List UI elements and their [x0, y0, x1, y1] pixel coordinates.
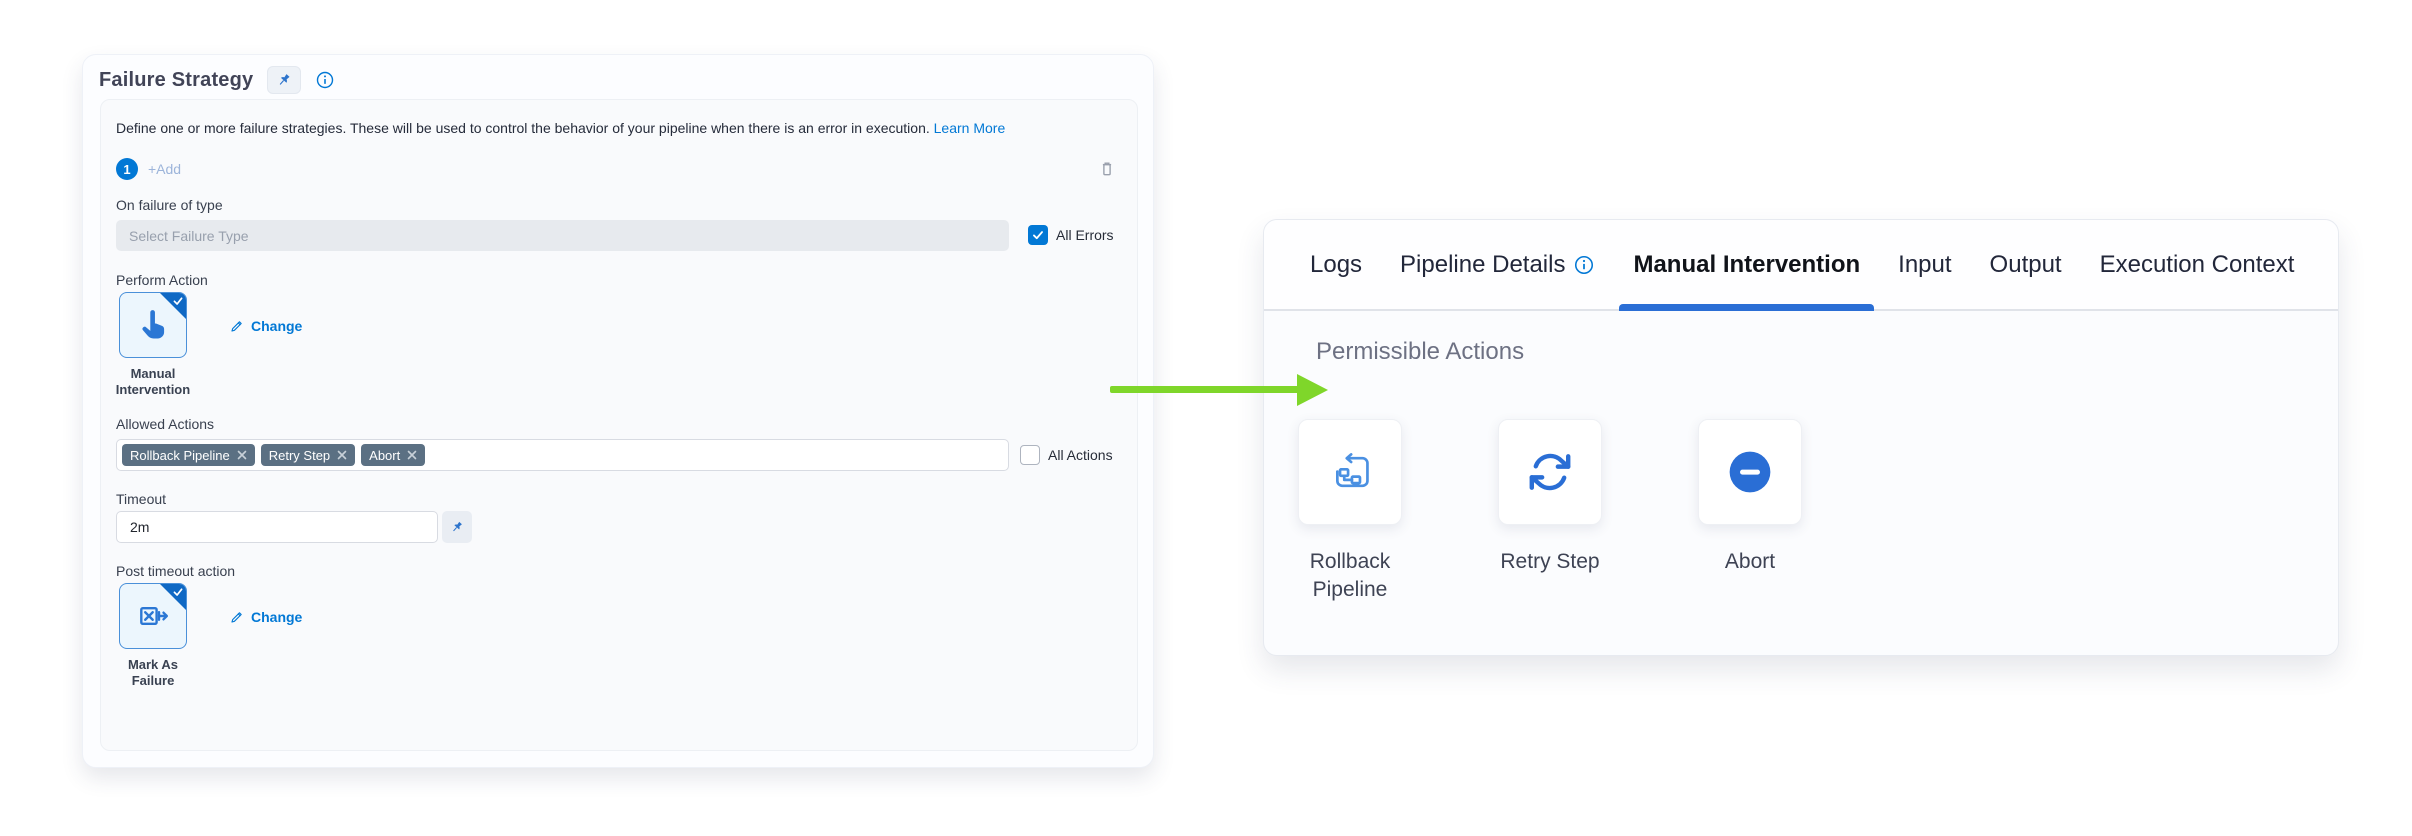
panel-title: Failure Strategy — [99, 68, 254, 91]
timeout-pin-button[interactable] — [442, 511, 472, 543]
allowed-actions-input[interactable]: Rollback Pipeline Retry Step Abort — [116, 439, 1009, 471]
all-actions-checkbox[interactable] — [1020, 445, 1040, 465]
info-icon[interactable] — [315, 70, 335, 90]
failure-strategy-body: Define one or more failure strategies. T… — [100, 99, 1138, 751]
learn-more-link[interactable]: Learn More — [933, 120, 1006, 136]
pencil-icon — [231, 321, 242, 332]
tag-abort[interactable]: Abort — [361, 444, 426, 466]
remove-tag-icon[interactable] — [337, 450, 347, 460]
permissible-actions-title: Permissible Actions — [1316, 338, 1525, 365]
tab-execution-context[interactable]: Execution Context — [2099, 250, 2295, 278]
annotation-arrow — [1110, 386, 1300, 393]
tab-output[interactable]: Output — [1989, 250, 2062, 278]
rollback-pipeline-icon — [1336, 453, 1369, 488]
pin-icon — [453, 521, 462, 532]
failure-strategy-header: Failure Strategy — [83, 55, 1153, 102]
tab-pipeline-details[interactable]: Pipeline Details — [1400, 220, 1595, 309]
strategy-index-badge[interactable]: 1 — [116, 158, 138, 180]
failure-strategy-panel: Failure Strategy Define one or more fail… — [82, 54, 1154, 768]
abort-label: Abort — [1724, 550, 1776, 573]
change-post-timeout-link[interactable]: Change — [229, 609, 302, 625]
remove-tag-icon[interactable] — [407, 450, 417, 460]
pin-button[interactable] — [267, 66, 302, 94]
retry-step-icon — [1529, 453, 1571, 491]
perform-action-label: Perform Action — [116, 272, 208, 288]
selected-corner — [160, 293, 186, 319]
tab-input[interactable]: Input — [1898, 250, 1952, 278]
info-icon[interactable] — [1573, 254, 1595, 276]
all-actions-row: All Actions — [1020, 445, 1113, 465]
add-strategy-button[interactable]: +Add — [148, 161, 182, 177]
rollback-pipeline-action-card[interactable] — [1298, 419, 1402, 525]
abort-icon — [1729, 451, 1771, 493]
mark-as-failure-icon — [140, 607, 168, 625]
selected-check-icon — [173, 297, 183, 305]
rollback-pipeline-label: Rollback Pipeline — [1309, 550, 1391, 601]
perform-action-name: Manual Intervention — [115, 366, 191, 397]
abort-action-card[interactable] — [1698, 419, 1802, 525]
execution-details-panel: Logs Pipeline Details Manual Interventio… — [1263, 219, 2339, 656]
all-errors-checkbox[interactable] — [1028, 225, 1048, 245]
selected-check-icon — [173, 588, 183, 596]
selected-corner — [160, 584, 186, 610]
on-failure-label: On failure of type — [116, 197, 223, 213]
failure-type-select[interactable] — [116, 220, 1009, 251]
change-action-link[interactable]: Change — [229, 318, 302, 334]
all-actions-label: All Actions — [1048, 447, 1113, 463]
retry-step-label: Retry Step — [1500, 550, 1600, 573]
post-timeout-label: Post timeout action — [116, 563, 236, 579]
remove-tag-icon[interactable] — [237, 450, 247, 460]
all-errors-row: All Errors — [1028, 225, 1114, 245]
allowed-actions-label: Allowed Actions — [116, 416, 215, 432]
checkmark-icon — [1033, 231, 1043, 240]
retry-step-action-card[interactable] — [1498, 419, 1602, 525]
tab-manual-intervention[interactable]: Manual Intervention — [1619, 220, 1874, 311]
tag-rollback-pipeline[interactable]: Rollback Pipeline — [122, 444, 255, 466]
delete-strategy-button[interactable] — [1096, 157, 1120, 181]
pencil-icon — [231, 612, 242, 623]
all-errors-label: All Errors — [1056, 227, 1114, 243]
annotation-arrow-head — [1297, 374, 1328, 406]
post-timeout-action-name: Mark As Failure — [127, 657, 179, 688]
post-timeout-action-card[interactable] — [119, 583, 187, 649]
pin-icon — [280, 74, 290, 85]
tab-bar: Logs Pipeline Details Manual Interventio… — [1264, 220, 2338, 311]
manual-intervention-hand-icon — [142, 310, 165, 339]
tag-retry-step[interactable]: Retry Step — [260, 444, 356, 466]
timeout-label: Timeout — [116, 491, 167, 507]
tab-logs[interactable]: Logs — [1310, 250, 1363, 278]
perform-action-card[interactable] — [119, 292, 187, 358]
strategy-description: Define one or more failure strategies. T… — [116, 120, 1006, 136]
trash-icon — [1102, 162, 1112, 176]
timeout-input[interactable] — [116, 511, 438, 543]
